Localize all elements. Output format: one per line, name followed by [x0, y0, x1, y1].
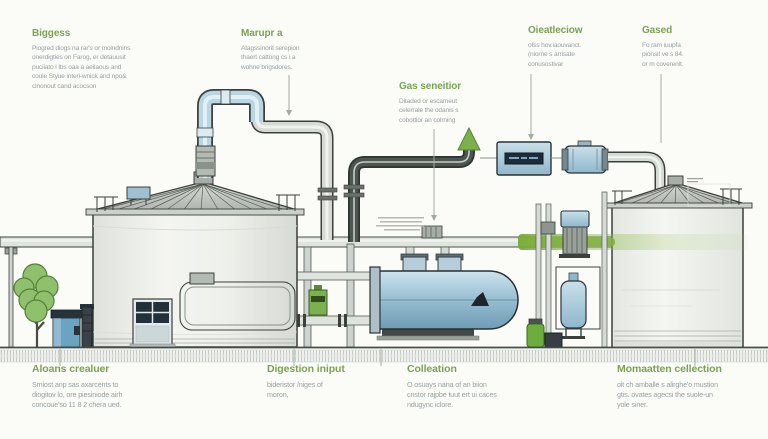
label-colleation-body: O osuays nana of an biion cnstor rajpbe …	[407, 380, 497, 409]
label-colleation: Colleation O osuays nana of an biion cns…	[407, 363, 497, 409]
storage-roof	[604, 175, 753, 209]
gas-analyzer	[480, 141, 565, 176]
leader-lines	[59, 74, 696, 366]
label-gas-senitor: Gas seneitior Ditaded or escameut celerr…	[399, 81, 461, 125]
label-colleation-heading: Colleation	[407, 363, 457, 375]
dark-stack-icon	[80, 304, 94, 348]
vessel-flange	[369, 266, 381, 334]
agitator-motor-icon	[559, 210, 590, 258]
ground-strip	[0, 349, 768, 363]
digester-roof	[85, 171, 305, 216]
label-digestion: Digestion iniput bideristor /niges of mo…	[267, 363, 345, 400]
feed-container-icon	[50, 309, 83, 348]
label-gased-body: Fo ram iuupfa pionsit ve s 84. or m cove…	[642, 42, 684, 68]
gas-glow-band	[518, 234, 748, 250]
label-marupra: Marupr a Atagssinorit serepion thaert ca…	[241, 28, 300, 72]
condensate-vessel-icon	[560, 272, 587, 339]
label-oieatleciow-heading: Oieatleciow	[528, 25, 583, 36]
gas-line-dark	[343, 147, 475, 242]
label-biggess: Biggess Piogred diogs na rar's or moindn…	[32, 28, 130, 91]
feed-pipe-left	[0, 236, 96, 348]
digester-door	[129, 298, 176, 349]
label-oieatleciow-body: ofss hov.iaouvanct. (niorne s arrisate c…	[528, 42, 582, 68]
label-digestion-body: bideristor /niges of moron,	[267, 380, 323, 399]
storage-tank	[604, 175, 753, 348]
label-aloans-body: Smiost anp sas axarcents to diogitov lo,…	[32, 380, 123, 409]
gas-arch-pipe	[195, 89, 338, 240]
blower-motor	[561, 140, 666, 190]
condensate-station	[526, 191, 608, 348]
roof-railing-left-icon	[612, 190, 632, 205]
control-unit-icon	[308, 285, 328, 316]
fine-print-annotation	[376, 217, 424, 231]
vessel-valve-icon	[471, 292, 489, 306]
recirculation-loop	[179, 272, 296, 331]
green-canister-icon	[526, 318, 545, 348]
gas-flow-arrow-icon	[457, 126, 481, 151]
apex-collar	[195, 145, 216, 177]
label-biggess-heading: Biggess	[32, 28, 71, 39]
dark-cabinet-icon	[544, 332, 563, 348]
label-marupra-heading: Marupr a	[241, 28, 283, 39]
tree-icon	[13, 263, 59, 347]
label-gased-heading: Gased	[642, 25, 673, 36]
label-marupra-body: Atagssinorit serepion thaert cattong cs …	[241, 45, 300, 71]
horizontal-vessel	[369, 246, 519, 341]
label-aloans-heading: Aloans crealuer	[32, 363, 110, 375]
inline-valve-icon	[421, 225, 443, 239]
label-oieatleciow: Oieatleciow ofss hov.iaouvanct. (niorne …	[528, 25, 583, 69]
digester-tank	[85, 171, 305, 349]
roof-railing-right-icon	[720, 188, 742, 205]
label-digestion-heading: Digestion iniput	[267, 363, 345, 375]
roof-railing-left-icon	[94, 196, 118, 212]
label-gased: Gased Fo ram iuupfa pionsit ve s 84. or …	[642, 25, 684, 69]
label-aloans: Aloans crealuer Smiost anp sas axarcents…	[32, 363, 122, 409]
label-momaatten: Momaatten cellection oit ch amballe s al…	[617, 363, 722, 409]
label-gas-senitor-heading: Gas seneitior	[399, 81, 462, 92]
label-momaatten-heading: Momaatten cellection	[617, 363, 722, 375]
roof-railing-right-icon	[276, 194, 300, 211]
roof-equipment-icon	[126, 186, 151, 205]
label-biggess-body: Piogred diogs na rar's or moindnins oner…	[32, 45, 131, 90]
label-gas-senitor-body: Ditaded or escameut celerrale the odanis…	[399, 98, 459, 124]
label-momaatten-body: oit ch amballe s alirghe'o mustion gtis.…	[617, 380, 718, 409]
